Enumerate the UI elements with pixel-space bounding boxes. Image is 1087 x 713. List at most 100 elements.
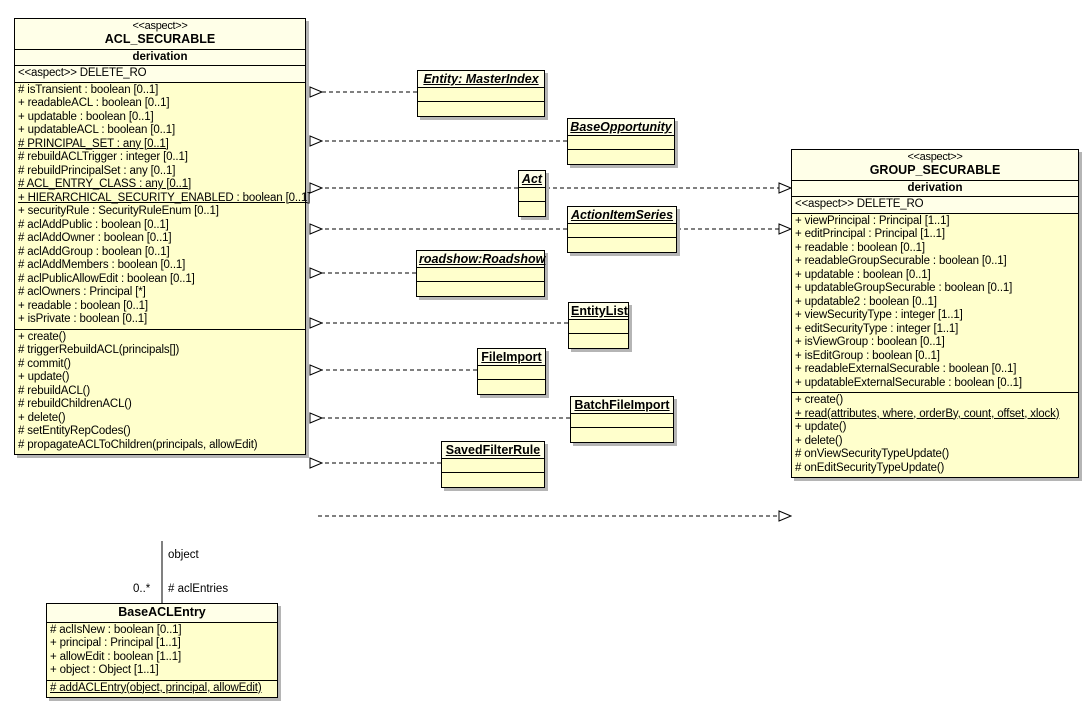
class-feature: + readableACL : boolean [0..1] — [18, 97, 170, 109]
attribute-compartment — [571, 414, 673, 429]
class-baseopportunity[interactable]: BaseOpportunity — [567, 118, 675, 166]
class-derivation-label: derivation — [15, 49, 305, 66]
class-feature: + object : Object [1..1] — [50, 664, 159, 676]
class-acl-securable[interactable]: <<aspect>> ACL_SECURABLE derivation <<as… — [14, 18, 311, 455]
attribute-compartment — [418, 88, 544, 103]
class-feature: + updatableACL : boolean [0..1] — [18, 124, 176, 136]
class-entitylist[interactable]: EntityList — [568, 302, 629, 350]
class-feature: # aclAddOwner : boolean [0..1] — [18, 232, 172, 244]
class-base-acl-entry[interactable]: BaseACLEntry # aclIsNew : boolean [0..1]… — [46, 603, 278, 698]
class-name: Act — [519, 171, 545, 189]
class-feature: + viewSecurityType : integer [1..1] — [795, 309, 963, 321]
class-delete-ro-label: <<aspect>> DELETE_RO — [15, 66, 305, 83]
class-name: BatchFileImport — [571, 397, 673, 415]
class-derivation-label: derivation — [792, 180, 1078, 197]
class-feature: # rebuildACL() — [18, 384, 91, 397]
operation-compartment: + create()# triggerRebuildACL(principals… — [15, 328, 305, 455]
operation-compartment — [442, 473, 544, 487]
class-feature: # aclPublicAllowEdit : boolean [0..1] — [18, 272, 195, 285]
class-feature: + readableExternalSecurable : boolean [0… — [795, 363, 1017, 375]
class-feature: # PRINCIPAL_SET : any [0..1] — [18, 137, 169, 150]
class-fileimport[interactable]: FileImport — [477, 348, 546, 396]
class-feature: + isPrivate : boolean [0..1] — [18, 313, 148, 325]
attribute-compartment — [568, 224, 676, 239]
operation-compartment — [571, 428, 673, 442]
class-stereotype: <<aspect>> — [132, 20, 188, 32]
operation-compartment: + create()+ read(attributes, where, orde… — [792, 392, 1078, 477]
attribute-compartment — [519, 188, 545, 203]
operation-compartment — [569, 334, 628, 348]
class-feature: + updatableGroupSecurable : boolean [0..… — [795, 282, 1013, 294]
class-feature: # isTransient : boolean [0..1] — [18, 83, 159, 96]
class-feature: + editSecurityType : integer [1..1] — [795, 322, 959, 335]
attribute-compartment — [568, 136, 674, 151]
association-multiplicity: 0..* — [133, 583, 151, 595]
class-feature: + readableGroupSecurable : boolean [0..1… — [795, 255, 1007, 267]
class-feature: + allowEdit : boolean [1..1] — [50, 650, 182, 663]
class-feature: # triggerRebuildACL(principals[]) — [18, 344, 180, 356]
class-header: <<aspect>> GROUP_SECURABLE — [792, 150, 1078, 181]
class-feature: + create() — [795, 394, 844, 406]
class-feature: + updatable : boolean [0..1] — [18, 110, 154, 123]
class-delete-ro-label: <<aspect>> DELETE_RO — [792, 197, 1078, 214]
class-name: roadshow:Roadshow — [417, 251, 545, 269]
class-feature: + updatable2 : boolean [0..1] — [795, 295, 937, 308]
class-feature: + principal : Principal [1..1] — [50, 637, 181, 649]
class-feature: + update() — [795, 421, 847, 433]
class-feature: # aclAddMembers : boolean [0..1] — [18, 259, 186, 271]
class-group-securable[interactable]: <<aspect>> GROUP_SECURABLE derivation <<… — [791, 149, 1079, 478]
class-feature: + isEditGroup : boolean [0..1] — [795, 349, 940, 362]
class-header: BaseACLEntry — [47, 604, 277, 623]
class-feature: # aclAddPublic : boolean [0..1] — [18, 218, 169, 231]
attribute-compartment: # aclIsNew : boolean [0..1]+ principal :… — [47, 623, 277, 680]
class-feature: # ACL_ENTRY_CLASS : any [0..1] — [18, 178, 191, 190]
class-feature: # addACLEntry(object, principal, allowEd… — [50, 681, 262, 694]
operation-compartment: # addACLEntry(object, principal, allowEd… — [47, 679, 277, 698]
class-feature: + isViewGroup : boolean [0..1] — [795, 336, 945, 348]
class-name: Entity: MasterIndex — [418, 71, 544, 89]
class-feature: # propagateACLToChildren(principals, all… — [18, 438, 258, 451]
class-feature: + editPrincipal : Principal [1..1] — [795, 228, 945, 240]
association-role-aclentries: # aclEntries — [168, 583, 229, 595]
class-feature: + updatableExternalSecurable : boolean [… — [795, 376, 1022, 389]
class-feature: # aclAddGroup : boolean [0..1] — [18, 245, 170, 258]
class-name: BaseOpportunity — [568, 119, 674, 137]
class-name: EntityList — [569, 303, 628, 321]
attribute-compartment — [569, 320, 628, 335]
class-name: GROUP_SECURABLE — [869, 163, 1001, 177]
class-feature: # onViewSecurityTypeUpdate() — [795, 448, 950, 460]
class-name: SavedFilterRule — [442, 442, 544, 460]
class-name: FileImport — [478, 349, 545, 367]
class-feature: # rebuildACLTrigger : integer [0..1] — [18, 151, 188, 163]
operation-compartment — [478, 380, 545, 394]
operation-compartment — [417, 282, 544, 296]
operation-compartment — [418, 102, 544, 116]
operation-compartment — [568, 150, 674, 164]
class-batchfileimport[interactable]: BatchFileImport — [570, 396, 674, 444]
class-feature: + viewPrincipal : Principal [1..1] — [795, 214, 950, 227]
class-roadshow[interactable]: roadshow:Roadshow — [416, 250, 545, 298]
class-feature: # aclIsNew : boolean [0..1] — [50, 623, 182, 636]
class-feature: + readable : boolean [0..1] — [18, 299, 148, 312]
attribute-compartment — [478, 366, 545, 381]
attribute-compartment: + viewPrincipal : Principal [1..1]+ edit… — [792, 214, 1078, 393]
class-feature: + delete() — [795, 434, 843, 447]
class-feature: # setEntityRepCodes() — [18, 425, 131, 437]
class-stereotype: <<aspect>> — [907, 151, 963, 163]
attribute-compartment — [417, 268, 544, 283]
class-name: BaseACLEntry — [118, 605, 206, 619]
class-savedfilterrule[interactable]: SavedFilterRule — [441, 441, 545, 489]
class-entity-masterindex[interactable]: Entity: MasterIndex — [417, 70, 545, 118]
class-feature: + updatable : boolean [0..1] — [795, 268, 931, 281]
class-actionitemseries[interactable]: ActionItemSeries — [567, 206, 677, 254]
operation-compartment — [519, 202, 545, 216]
association-role-object: object — [168, 549, 199, 561]
class-feature: # rebuildChildrenACL() — [18, 398, 132, 410]
class-feature: + HIERARCHICAL_SECURITY_ENABLED : boolea… — [18, 191, 311, 204]
class-feature: # rebuildPrincipalSet : any [0..1] — [18, 164, 176, 177]
class-feature: + delete() — [18, 411, 66, 424]
class-act[interactable]: Act — [518, 170, 546, 218]
class-feature: # onEditSecurityTypeUpdate() — [795, 461, 945, 474]
class-header: <<aspect>> ACL_SECURABLE — [15, 19, 305, 50]
